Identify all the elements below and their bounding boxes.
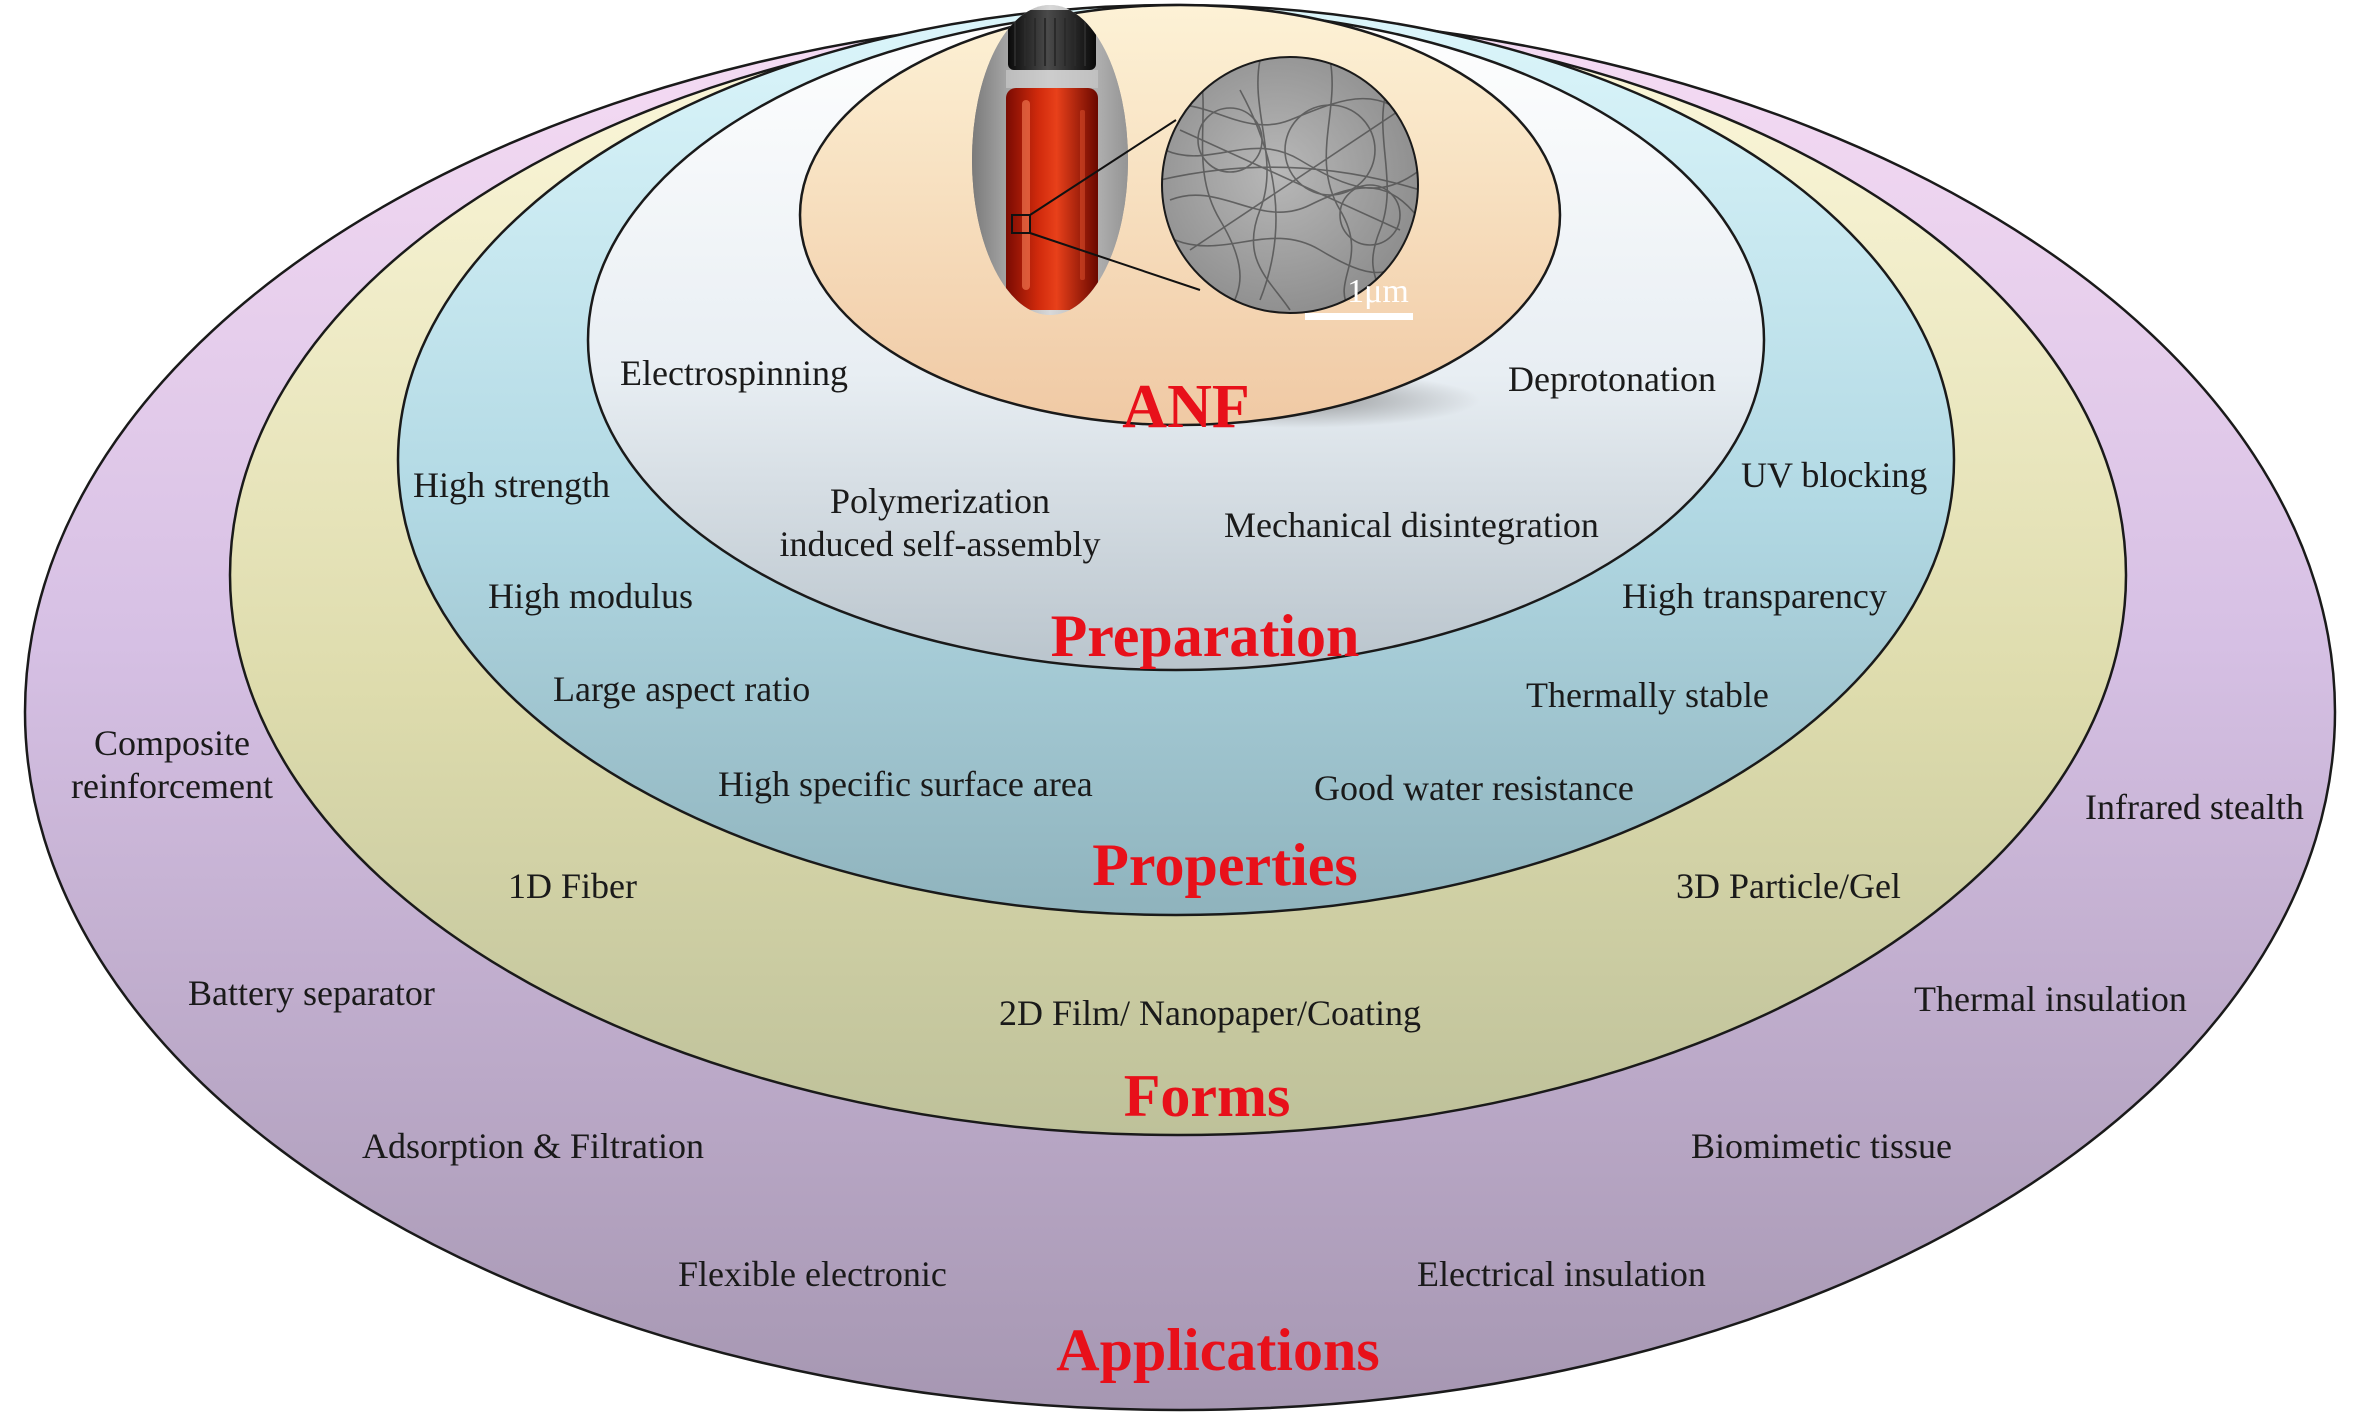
- prep-item-polymerization: Polymerization induced self-assembly: [779, 481, 1101, 565]
- preparation-title: Preparation: [1050, 603, 1360, 669]
- prop-item-specific-surface-area: High specific surface area: [718, 764, 1093, 804]
- properties-title: Properties: [1092, 832, 1358, 898]
- prep-item-deprotonation: Deprotonation: [1508, 359, 1716, 399]
- app-item-composite-reinforcement: Composite reinforcement: [71, 723, 273, 807]
- scale-bar: [1305, 313, 1413, 320]
- form-item-1d-fiber: 1D Fiber: [508, 866, 637, 906]
- prep-item-mechanical-disintegration: Mechanical disintegration: [1224, 505, 1599, 545]
- form-item-2d-film: 2D Film/ Nanopaper/Coating: [999, 993, 1421, 1033]
- app-item-adsorption-filtration: Adsorption & Filtration: [362, 1126, 704, 1166]
- applications-title: Applications: [1056, 1317, 1380, 1383]
- prop-item-uv-blocking: UV blocking: [1741, 455, 1928, 495]
- prop-item-large-aspect-ratio: Large aspect ratio: [553, 669, 811, 709]
- form-item-3d-particle-gel: 3D Particle/Gel: [1676, 866, 1901, 906]
- app-item-infrared-stealth: Infrared stealth: [2085, 787, 2304, 827]
- app-item-biomimetic-tissue: Biomimetic tissue: [1691, 1126, 1952, 1166]
- prop-item-high-transparency: High transparency: [1622, 576, 1887, 616]
- app-item-thermal-insulation: Thermal insulation: [1914, 979, 2187, 1019]
- prop-item-water-resistance: Good water resistance: [1314, 768, 1634, 808]
- zoom-line-top: [1029, 119, 1177, 216]
- forms-title: Forms: [1123, 1063, 1291, 1129]
- anf-vial-photo: [972, 5, 1128, 315]
- app-item-electrical-insulation: Electrical insulation: [1417, 1254, 1706, 1294]
- scale-bar-label: 1μm: [1347, 273, 1409, 310]
- zoom-line-bottom: [1029, 232, 1201, 291]
- app-item-battery-separator: Battery separator: [188, 973, 435, 1013]
- app-item-flexible-electronic: Flexible electronic: [678, 1254, 947, 1294]
- anf-title: ANF: [1122, 373, 1250, 441]
- prop-item-high-strength: High strength: [413, 465, 610, 505]
- prep-item-electrospinning: Electrospinning: [620, 353, 848, 393]
- prop-item-thermally-stable: Thermally stable: [1526, 675, 1769, 715]
- prop-item-high-modulus: High modulus: [488, 576, 694, 616]
